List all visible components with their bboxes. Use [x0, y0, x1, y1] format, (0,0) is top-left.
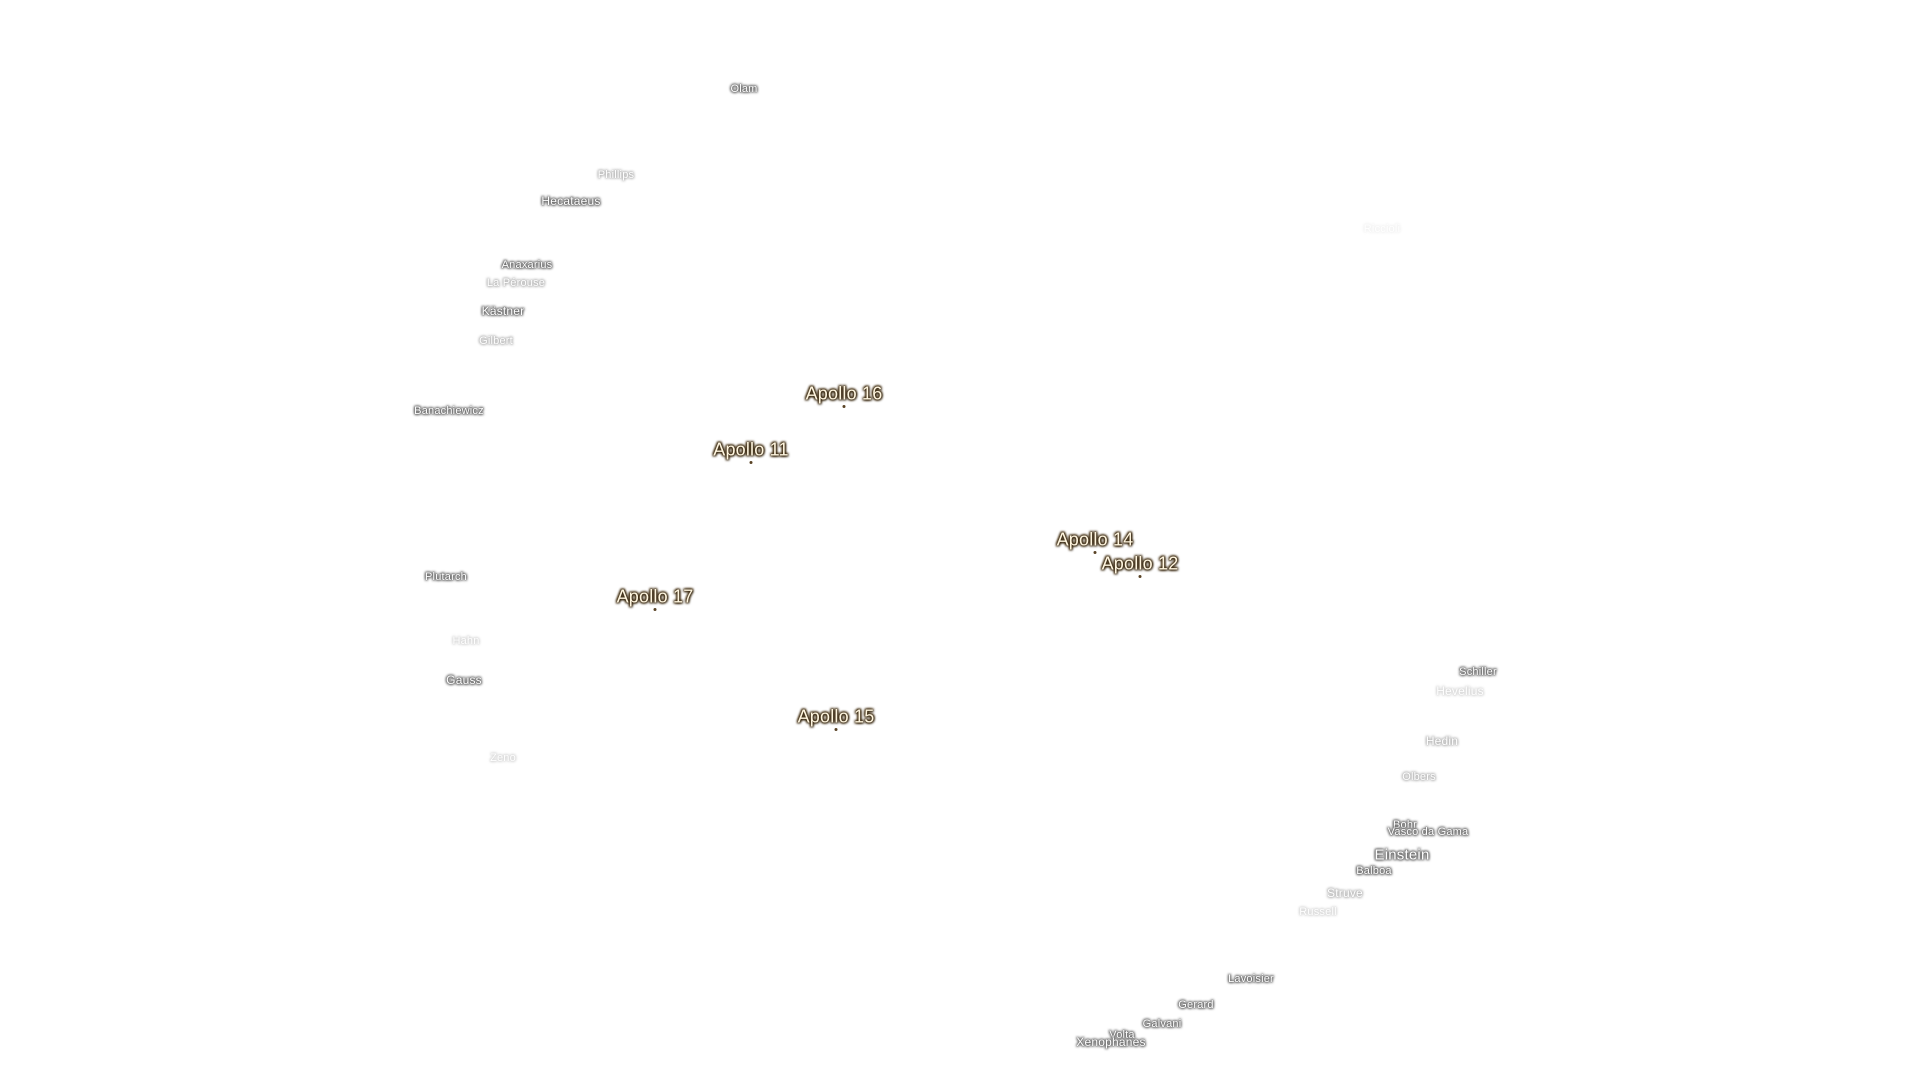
- crater-label-banachiewicz[interactable]: Banachiewicz: [414, 405, 484, 417]
- crater-label-balboa[interactable]: Balboa: [1356, 865, 1392, 877]
- apollo-14-site-marker[interactable]: [1093, 551, 1097, 554]
- apollo-16-site-marker[interactable]: [842, 405, 846, 408]
- crater-label-olbers[interactable]: Olbers: [1402, 771, 1436, 783]
- apollo-12-site-marker[interactable]: [1138, 575, 1142, 578]
- crater-label-russell[interactable]: Russell: [1299, 906, 1337, 918]
- apollo-15-site-marker[interactable]: [834, 728, 838, 731]
- crater-label-volta[interactable]: Volta: [1109, 1029, 1135, 1041]
- crater-label-bohr[interactable]: Bohr: [1392, 819, 1418, 831]
- crater-label-olam[interactable]: Olam: [730, 83, 758, 95]
- crater-label-hahn[interactable]: Hahn: [452, 635, 480, 647]
- crater-label-hecataeus[interactable]: Hecataeus: [541, 194, 601, 208]
- crater-label-galvani[interactable]: Galvani: [1142, 1018, 1182, 1030]
- crater-label-schiller[interactable]: Schiller: [1459, 666, 1497, 678]
- crater-label-gauss[interactable]: Gauss: [446, 673, 482, 687]
- crater-label-struve[interactable]: Struve: [1327, 886, 1363, 900]
- crater-label-riccioli[interactable]: Riccioli: [1363, 223, 1401, 235]
- apollo-12-label[interactable]: Apollo 12: [1101, 553, 1179, 574]
- crater-label-lavoisier[interactable]: Lavoisier: [1228, 973, 1274, 985]
- crater-label-la-perouse[interactable]: La Pérouse: [486, 277, 546, 289]
- apollo-11-site-marker[interactable]: [749, 461, 753, 464]
- crater-label-kastner[interactable]: Kästner: [481, 304, 525, 318]
- crater-label-gerard[interactable]: Gerard: [1178, 999, 1214, 1011]
- apollo-17-label[interactable]: Apollo 17: [616, 586, 694, 607]
- apollo-14-label[interactable]: Apollo 14: [1056, 529, 1134, 550]
- crater-label-anaxarius[interactable]: Anaxarius: [501, 259, 553, 271]
- apollo-16-label[interactable]: Apollo 16: [805, 383, 883, 404]
- crater-label-plutarch[interactable]: Plutarch: [425, 571, 467, 583]
- crater-label-einstein[interactable]: Einstein: [1374, 846, 1430, 864]
- crater-label-xenophanes[interactable]: Xenophanes: [1076, 1035, 1146, 1049]
- crater-label-gilbert[interactable]: Gilbert: [479, 335, 513, 347]
- crater-label-hedin[interactable]: Hedin: [1425, 734, 1459, 748]
- apollo-15-label[interactable]: Apollo 15: [797, 706, 875, 727]
- crater-label-hevelius[interactable]: Hevelius: [1436, 684, 1484, 698]
- apollo-17-site-marker[interactable]: [653, 608, 657, 611]
- crater-label-vasco-da-gama[interactable]: Vasco da Gama: [1387, 826, 1469, 838]
- crater-label-zeno[interactable]: Zeno: [490, 752, 516, 764]
- crater-label-phillips[interactable]: Phillips: [597, 169, 635, 181]
- apollo-11-label[interactable]: Apollo 11: [713, 439, 789, 460]
